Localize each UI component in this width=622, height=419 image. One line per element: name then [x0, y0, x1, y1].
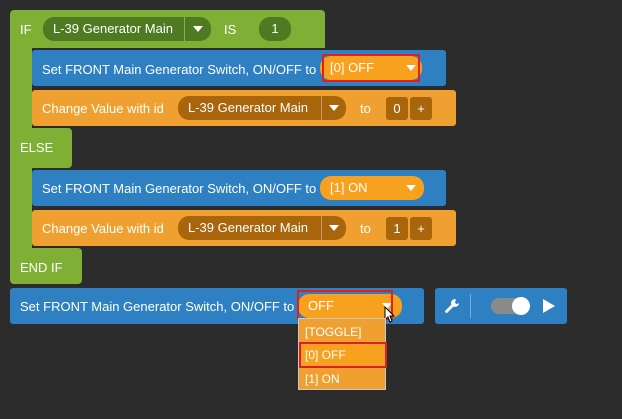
chevron-down-icon [329, 105, 339, 111]
then-change-variable-dropdown[interactable]: L-39 Generator Main [178, 96, 346, 120]
dropdown-option-off[interactable]: [0] OFF [305, 348, 346, 362]
then-change-variable-label: L-39 Generator Main [188, 100, 308, 115]
end-if-label: END IF [20, 260, 63, 275]
else-change-variable-label: L-39 Generator Main [188, 220, 308, 235]
else-change-label: Change Value with id [42, 221, 164, 236]
toolbar-separator [470, 294, 471, 318]
standalone-set-value-label: OFF [308, 298, 334, 313]
else-set-label: Set FRONT Main Generator Switch, ON/OFF … [42, 181, 317, 196]
if-label: IF [20, 22, 32, 37]
if-compare-value[interactable]: 1 [259, 17, 291, 41]
chevron-down-icon [382, 303, 392, 309]
highlight-dropdown-off [299, 342, 387, 368]
if-compare-value-text: 1 [271, 21, 279, 36]
if-variable-dropdown[interactable]: L-39 Generator Main [43, 17, 211, 41]
then-set-value-label: [0] OFF [330, 60, 375, 75]
plus-icon: + [417, 101, 425, 116]
dropdown-option-on[interactable]: [1] ON [305, 372, 340, 386]
highlight-then-set-value [322, 54, 420, 82]
is-label: IS [224, 22, 237, 37]
else-label: ELSE [20, 140, 54, 155]
standalone-set-label: Set FRONT Main Generator Switch, ON/OFF … [20, 299, 295, 314]
chevron-down-icon [193, 26, 203, 32]
then-set-label: Set FRONT Main Generator Switch, ON/OFF … [42, 62, 317, 77]
play-icon[interactable] [542, 298, 556, 314]
else-change-value-text: 1 [393, 221, 401, 236]
else-change-value[interactable]: 1 [386, 217, 408, 240]
end-if-block[interactable] [10, 248, 82, 284]
plus-icon: + [417, 221, 425, 236]
chevron-down-icon [406, 65, 416, 71]
then-change-label: Change Value with id [42, 101, 164, 116]
dropdown-option-toggle[interactable]: [TOGGLE] [305, 325, 362, 339]
then-set-value-dropdown[interactable]: [0] OFF [320, 56, 422, 80]
then-change-plus-button[interactable]: + [410, 97, 432, 120]
toggle-switch[interactable] [491, 297, 530, 315]
if-block-spine-bottom [10, 160, 32, 260]
if-variable-label: L-39 Generator Main [53, 21, 173, 36]
chevron-down-icon [329, 225, 339, 231]
chevron-down-icon [406, 185, 416, 191]
else-change-variable-dropdown[interactable]: L-39 Generator Main [178, 216, 346, 240]
then-to-label: to [360, 101, 371, 116]
toggle-knob [512, 297, 530, 315]
wrench-icon[interactable] [443, 297, 461, 315]
else-set-value-dropdown[interactable]: [1] ON [320, 176, 424, 200]
else-to-label: to [360, 221, 371, 236]
dropdown-menu: [TOGGLE] [0] OFF [1] ON [298, 318, 386, 390]
else-set-value-label: [1] ON [330, 180, 368, 195]
highlight-standalone-value [297, 290, 393, 320]
if-block-spine-top [10, 40, 32, 140]
dropdown-option-off-bg [301, 345, 383, 365]
then-change-value[interactable]: 0 [386, 97, 408, 120]
then-change-value-text: 0 [393, 101, 401, 116]
else-change-plus-button[interactable]: + [410, 217, 432, 240]
